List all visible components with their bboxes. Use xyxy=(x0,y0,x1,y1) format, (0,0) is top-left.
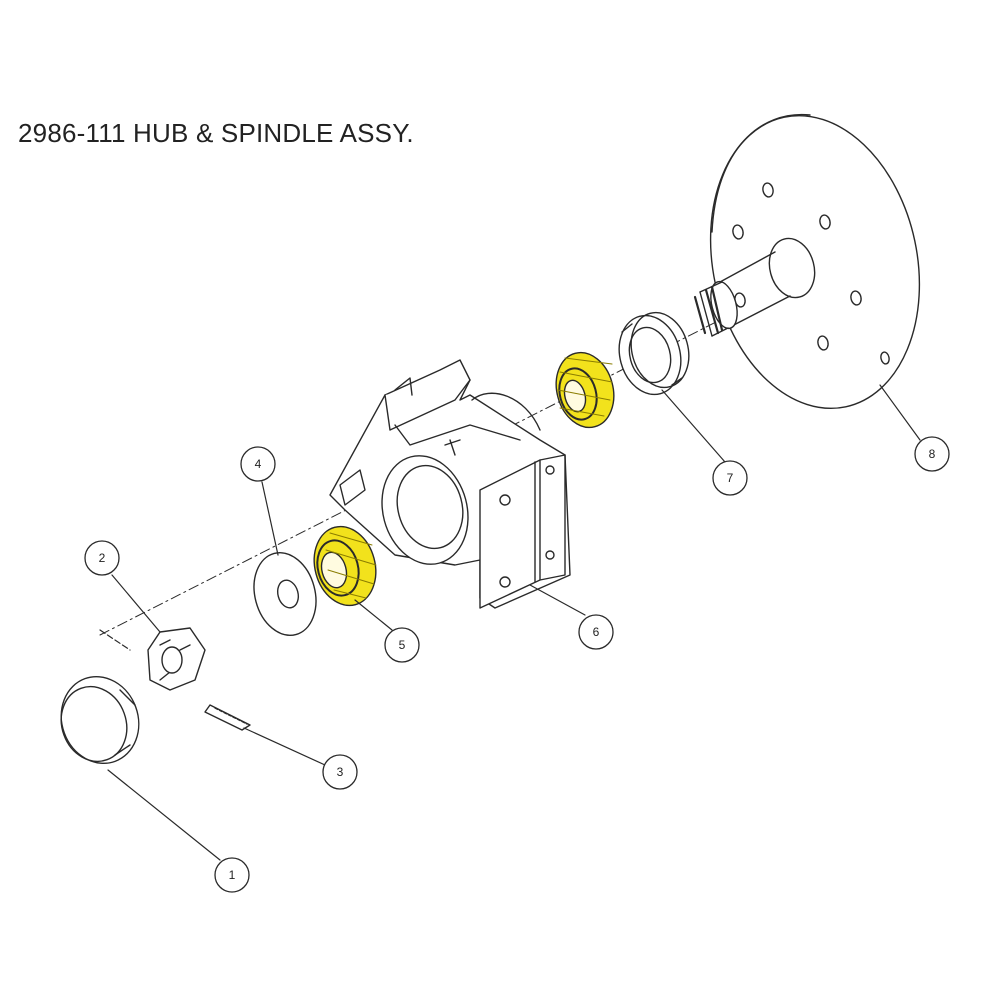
spindle-housing xyxy=(329,359,571,609)
callout-2-label: 2 xyxy=(99,551,106,565)
cotter-pin xyxy=(204,704,251,731)
callout-8 xyxy=(914,436,950,472)
callout-6-label: 6 xyxy=(593,625,600,639)
callout-5 xyxy=(384,627,420,663)
inner-bearing-cone xyxy=(555,351,615,429)
callout-7-label: 7 xyxy=(727,471,734,485)
callout-7 xyxy=(712,460,748,496)
dust-cap xyxy=(60,675,140,765)
callout-3 xyxy=(322,754,358,790)
callout-6 xyxy=(578,614,614,650)
callout-8-label: 8 xyxy=(929,447,936,461)
callout-3-label: 3 xyxy=(337,765,344,779)
flat-washer xyxy=(253,551,317,637)
spindle-shaft xyxy=(693,237,816,337)
callout-1 xyxy=(214,857,250,893)
callout-5-label: 5 xyxy=(399,638,406,652)
callout-4-label: 4 xyxy=(255,457,262,471)
bearing-cup xyxy=(618,311,690,396)
castle-nut xyxy=(147,627,206,691)
callout-1-label: 1 xyxy=(229,868,236,882)
outer-bearing-cone xyxy=(313,525,377,607)
callout-leaders xyxy=(99,384,921,861)
callout-2 xyxy=(84,540,120,576)
diagram-title: 2986-111 HUB & SPINDLE ASSY. xyxy=(18,118,414,148)
callout-balloons xyxy=(84,436,950,893)
callout-4 xyxy=(240,446,276,482)
hub-flange-disc xyxy=(709,113,921,410)
